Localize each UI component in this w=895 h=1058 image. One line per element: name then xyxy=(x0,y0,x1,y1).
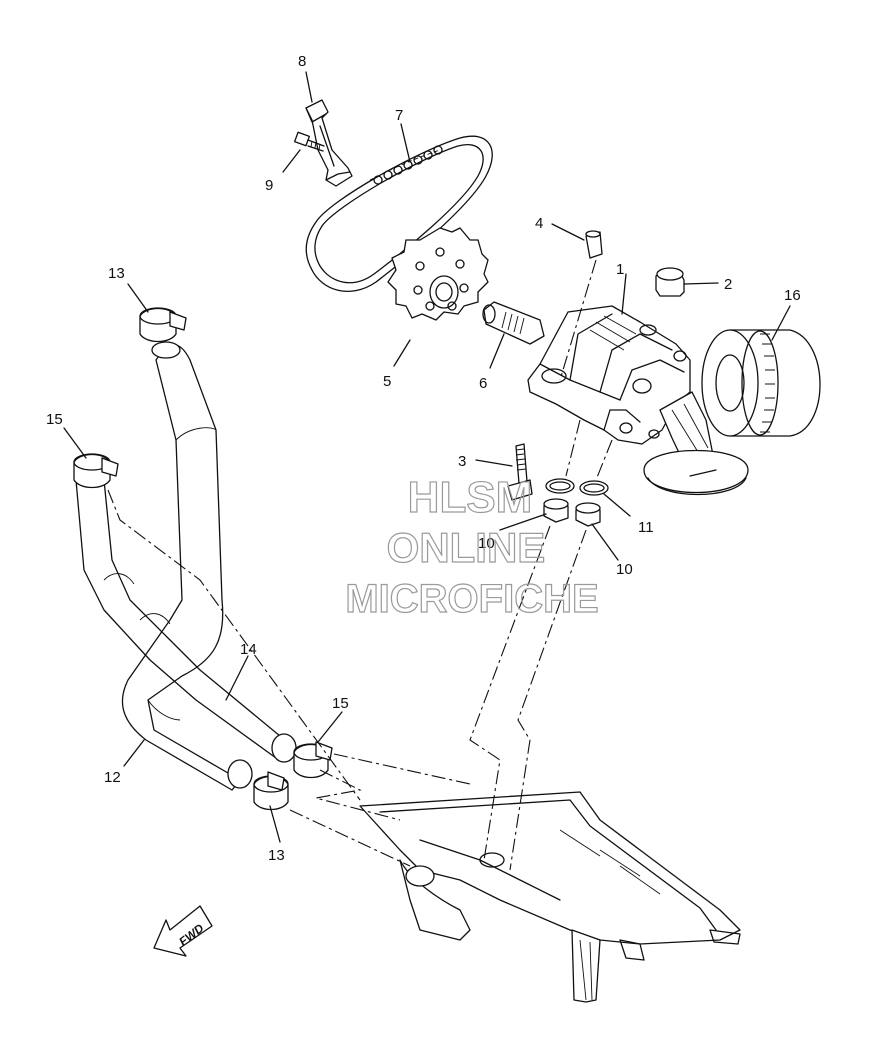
crankcase xyxy=(359,791,741,1003)
bolt xyxy=(294,131,325,152)
callout-6: 6 xyxy=(479,375,487,392)
callout-2: 2 xyxy=(724,276,732,293)
callout-10-right: 10 xyxy=(616,561,633,578)
pump-shaft xyxy=(482,301,545,345)
sprocket xyxy=(387,227,489,321)
hose-clamp-15-left xyxy=(73,453,119,489)
watermark: HLSM ONLINE MICROFICHE xyxy=(345,472,600,621)
callout-9: 9 xyxy=(265,177,273,194)
callout-13-top: 13 xyxy=(108,265,125,282)
o-rings xyxy=(545,478,609,496)
drive-chain xyxy=(305,135,493,292)
callout-15-right: 15 xyxy=(332,695,349,712)
dowel-pin xyxy=(585,230,603,259)
watermark-line-1: HLSM xyxy=(408,473,533,522)
callout-8: 8 xyxy=(298,53,306,70)
leader-lines xyxy=(63,71,791,871)
callout-10-left: 10 xyxy=(478,535,495,552)
hose-clamp-15-right xyxy=(293,741,333,779)
oil-pump-assembly xyxy=(527,305,749,496)
fwd-arrow: FWD xyxy=(153,905,213,957)
callout-5: 5 xyxy=(383,373,391,390)
hose-14 xyxy=(75,471,297,763)
collar-nut xyxy=(655,267,685,297)
hose-12 xyxy=(121,341,253,791)
callout-4: 4 xyxy=(535,215,543,232)
callout-12: 12 xyxy=(104,769,121,786)
hose-clamp-13-bottom xyxy=(253,771,289,811)
stud-bolt xyxy=(507,443,533,501)
dowel-collars xyxy=(543,498,601,527)
callout-3: 3 xyxy=(458,453,466,470)
watermark-line-3: MICROFICHE xyxy=(345,577,598,621)
watermark-line-2: ONLINE xyxy=(387,524,546,571)
chain-guide xyxy=(305,99,353,187)
callout-7: 7 xyxy=(395,107,403,124)
hose-clamp-13-top xyxy=(139,307,187,343)
callout-11: 11 xyxy=(638,519,654,536)
callout-16: 16 xyxy=(784,287,801,304)
callout-13-bottom: 13 xyxy=(268,847,285,864)
callout-14: 14 xyxy=(240,641,257,658)
callout-15-left: 15 xyxy=(46,411,63,428)
callout-labels: 8 7 9 4 1 2 16 13 5 6 15 3 11 10 10 14 1… xyxy=(46,53,801,864)
oil-filter xyxy=(701,329,821,437)
callout-1: 1 xyxy=(616,261,624,278)
